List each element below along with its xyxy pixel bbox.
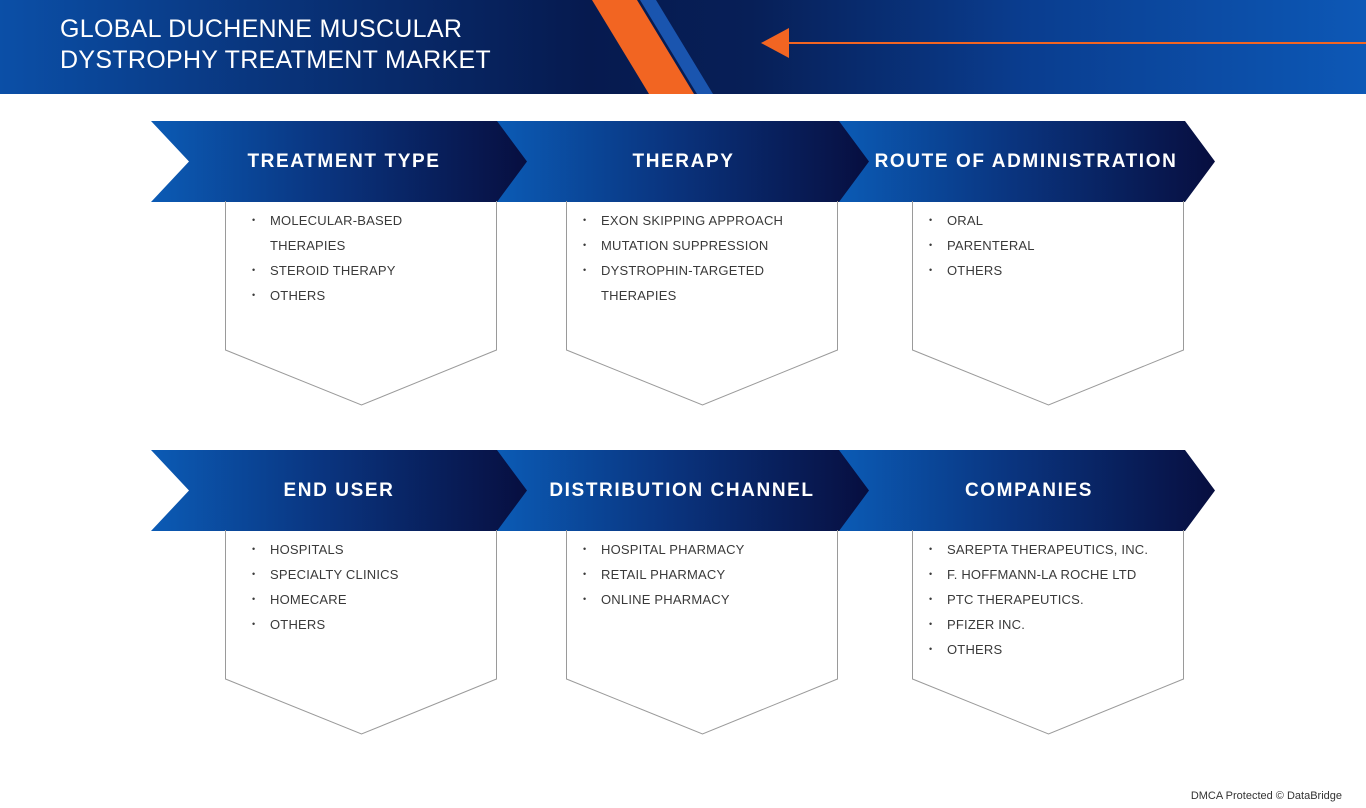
segment-ribbon-treatment-type: TREATMENT TYPE — [151, 121, 529, 207]
list-item: PTC THERAPEUTICS. — [929, 587, 1169, 612]
card-outline — [566, 530, 838, 735]
list-item: OTHERS — [929, 258, 1149, 283]
page-title-line-1: GLOBAL DUCHENNE MUSCULAR — [60, 15, 463, 43]
segment-ribbon-end-user: END USER — [151, 450, 529, 536]
segment-list: SAREPTA THERAPEUTICS, INC. F. HOFFMANN-L… — [929, 537, 1169, 662]
segment-card-distribution-channel: HOSPITAL PHARMACY RETAIL PHARMACY ONLINE… — [566, 530, 840, 736]
list-item: SAREPTA THERAPEUTICS, INC. — [929, 537, 1169, 562]
segment-card-route-of-administration: ORAL PARENTERAL OTHERS — [912, 201, 1186, 407]
segment-title: THERAPY — [632, 151, 735, 172]
segment-title: ROUTE OF ADMINISTRATION — [874, 151, 1178, 172]
list-item: ONLINE PHARMACY — [583, 587, 803, 612]
segment-list: MOLECULAR-BASED THERAPIES STEROID THERAP… — [252, 208, 472, 308]
card-outline — [225, 530, 497, 735]
page-title-line-2: DYSTROPHY TREATMENT MARKET — [60, 46, 492, 74]
list-item: MOLECULAR-BASED THERAPIES — [252, 208, 472, 258]
chevron-shape — [151, 450, 529, 531]
card-outline — [912, 530, 1184, 735]
dmca-footer: DMCA Protected © DataBridge — [1190, 790, 1342, 802]
list-item: STEROID THERAPY — [252, 258, 472, 283]
header-banner: GLOBAL DUCHENNE MUSCULAR DYSTROPHY TREAT… — [0, 0, 1366, 94]
list-item: PFIZER INC. — [929, 612, 1169, 637]
card-outline — [566, 201, 838, 406]
list-item: F. HOFFMANN-LA ROCHE LTD — [929, 562, 1169, 587]
segment-list: HOSPITALS SPECIALTY CLINICS HOMECARE OTH… — [252, 537, 472, 637]
segment-list: ORAL PARENTERAL OTHERS — [929, 208, 1149, 283]
segment-title: COMPANIES — [964, 480, 1094, 501]
list-item: HOMECARE — [252, 587, 472, 612]
list-item: ORAL — [929, 208, 1149, 233]
segment-ribbon-distribution-channel: DISTRIBUTION CHANNEL — [497, 450, 870, 536]
list-item: EXON SKIPPING APPROACH — [583, 208, 803, 233]
list-item: DYSTROPHIN-TARGETED THERAPIES — [583, 258, 803, 308]
segment-card-companies: SAREPTA THERAPEUTICS, INC. F. HOFFMANN-L… — [912, 530, 1186, 736]
list-item: PARENTERAL — [929, 233, 1149, 258]
arrow-left-icon — [761, 28, 789, 58]
blue-stripe — [640, 0, 713, 94]
segment-card-treatment-type: MOLECULAR-BASED THERAPIES STEROID THERAP… — [225, 201, 499, 407]
list-item: OTHERS — [252, 612, 472, 637]
page-title: GLOBAL DUCHENNE MUSCULAR DYSTROPHY TREAT… — [60, 14, 491, 76]
segment-card-end-user: HOSPITALS SPECIALTY CLINICS HOMECARE OTH… — [225, 530, 499, 736]
segment-title: END USER — [283, 480, 395, 501]
list-item: HOSPITALS — [252, 537, 472, 562]
card-outline — [912, 201, 1184, 406]
segment-ribbon-companies: COMPANIES — [839, 450, 1215, 536]
chevron-shape — [497, 121, 870, 202]
chevron-shape — [497, 450, 870, 531]
segment-ribbon-therapy: THERAPY — [497, 121, 870, 207]
chevron-shape — [839, 450, 1215, 531]
segment-title: TREATMENT TYPE — [247, 151, 441, 172]
segment-title: DISTRIBUTION CHANNEL — [549, 480, 815, 501]
list-item: OTHERS — [929, 637, 1169, 662]
list-item: HOSPITAL PHARMACY — [583, 537, 803, 562]
list-item: SPECIALTY CLINICS — [252, 562, 472, 587]
list-item: MUTATION SUPPRESSION — [583, 233, 803, 258]
header-decoration — [592, 0, 1366, 94]
card-outline — [225, 201, 497, 406]
orange-stripe — [592, 0, 694, 94]
chevron-shape — [151, 121, 529, 202]
segment-list: EXON SKIPPING APPROACH MUTATION SUPPRESS… — [583, 208, 803, 308]
segment-ribbon-route-of-administration: ROUTE OF ADMINISTRATION — [839, 121, 1215, 207]
chevron-shape — [839, 121, 1215, 202]
segment-card-therapy: EXON SKIPPING APPROACH MUTATION SUPPRESS… — [566, 201, 840, 407]
list-item: OTHERS — [252, 283, 472, 308]
segment-list: HOSPITAL PHARMACY RETAIL PHARMACY ONLINE… — [583, 537, 803, 612]
list-item: RETAIL PHARMACY — [583, 562, 803, 587]
